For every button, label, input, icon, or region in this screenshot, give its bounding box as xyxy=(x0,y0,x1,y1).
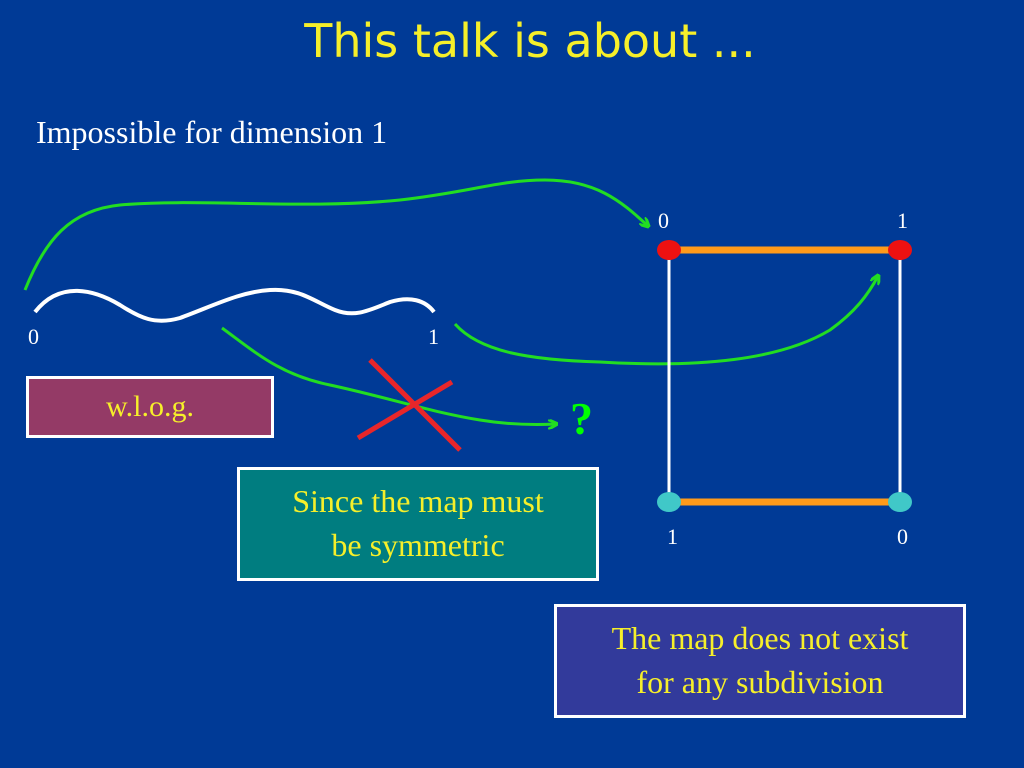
question-mark: ? xyxy=(570,393,593,444)
square-top-right-label: 1 xyxy=(897,208,908,233)
symmetric-text-line-1: Since the map must xyxy=(292,483,544,519)
wlog-box: w.l.o.g. xyxy=(26,376,274,438)
vertex-bottom-right xyxy=(888,492,912,512)
vertex-top-left xyxy=(657,240,681,260)
wavy-interval-curve xyxy=(33,287,436,323)
arrow-middle-to-question xyxy=(221,326,556,425)
vertex-top-right xyxy=(888,240,912,260)
square-bottom-right-label: 0 xyxy=(897,524,908,549)
symmetric-box: Since the map must be symmetric xyxy=(237,467,599,581)
interval-right-label: 1 xyxy=(428,324,439,349)
interval-left-label: 0 xyxy=(28,324,39,349)
not-exist-box: The map does not exist for any subdivisi… xyxy=(554,604,966,718)
not-exist-text-line-1: The map does not exist xyxy=(611,620,909,656)
arrow-right-end-to-top-right xyxy=(453,276,878,366)
red-cross-stroke-2 xyxy=(356,379,454,441)
square-bottom-left-label: 1 xyxy=(667,524,678,549)
slide-subtitle: Impossible for dimension 1 xyxy=(36,114,388,150)
square-top-left-label: 0 xyxy=(658,208,669,233)
symmetric-text-line-2: be symmetric xyxy=(331,527,505,563)
wlog-text: w.l.o.g. xyxy=(105,390,195,423)
arrow-left-end-to-top-left xyxy=(23,178,648,291)
slide-title: This talk is about ... xyxy=(304,14,756,68)
not-exist-text-line-2: for any subdivision xyxy=(636,664,884,700)
vertex-bottom-left xyxy=(657,492,681,512)
